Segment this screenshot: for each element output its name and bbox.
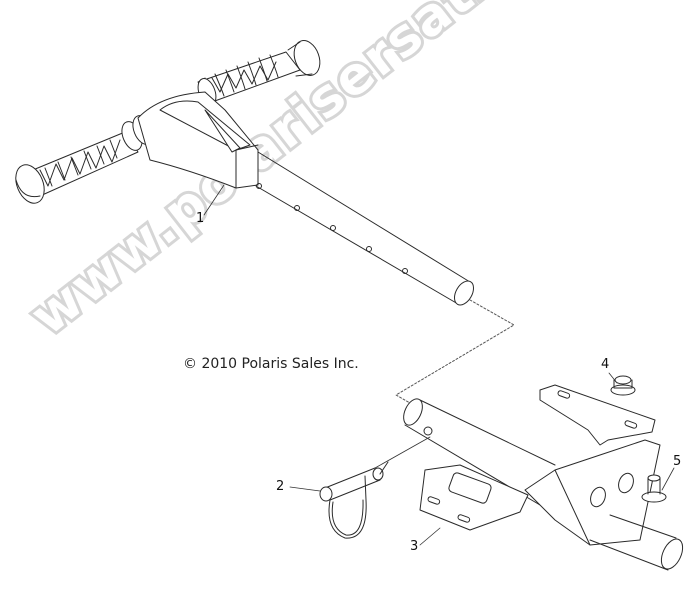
alignment-dashed-line — [395, 299, 515, 404]
callout-5[interactable]: 5 — [673, 454, 682, 469]
right-grip — [197, 40, 321, 106]
callout-1[interactable]: 1 — [196, 211, 205, 226]
part-2-hitch-pin[interactable] — [319, 461, 389, 539]
leader-2 — [289, 486, 321, 492]
copyright-notice: © 2010 Polaris Sales Inc. — [183, 356, 359, 372]
leader-4 — [608, 372, 618, 384]
callout-2[interactable]: 2 — [276, 479, 285, 494]
left-grip — [15, 115, 154, 204]
t-handle-tube — [255, 151, 474, 306]
t-body — [137, 91, 259, 189]
part-4-flange-nut[interactable] — [610, 375, 636, 396]
leader-5 — [661, 467, 675, 491]
leader-3 — [419, 527, 441, 546]
callout-3[interactable]: 3 — [410, 539, 419, 554]
part-3-hitch-receiver[interactable] — [400, 384, 687, 572]
leader-lines — [203, 184, 675, 546]
callout-4[interactable]: 4 — [601, 357, 610, 372]
leader-1 — [203, 184, 225, 216]
part-5-flange-bolt[interactable] — [641, 474, 667, 503]
part-1-t-handle[interactable] — [10, 37, 477, 308]
leader-2b — [374, 436, 431, 469]
